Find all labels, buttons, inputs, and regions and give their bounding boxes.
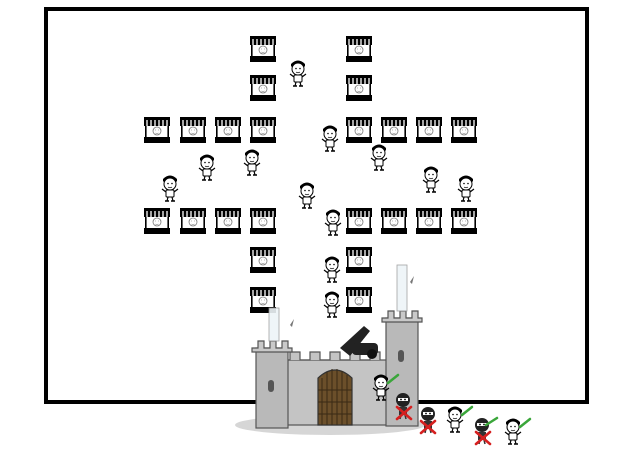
villager-icon (422, 165, 440, 193)
villager-icon (324, 208, 342, 236)
soldier-icon (446, 405, 464, 433)
villager-icon (289, 59, 307, 87)
soldier-icon (504, 417, 522, 445)
market-stall-icon (415, 207, 443, 235)
villager-icon (243, 148, 261, 176)
villager-icon (323, 255, 341, 283)
market-stall-icon (345, 35, 373, 63)
market-stall-icon (249, 35, 277, 63)
villager-icon (370, 143, 388, 171)
market-stall-icon (179, 116, 207, 144)
market-stall-icon (380, 207, 408, 235)
villager-icon (161, 174, 179, 202)
villager-icon (298, 181, 316, 209)
market-stall-icon (345, 246, 373, 274)
market-stall-icon (450, 207, 478, 235)
cannon-icon (340, 326, 378, 359)
castle-icon (235, 264, 425, 435)
market-stall-icon (249, 207, 277, 235)
attackers (372, 373, 532, 446)
villager-icon (323, 290, 341, 318)
map-border (44, 7, 589, 404)
villager-icon (198, 153, 216, 181)
market-stall-icon (415, 116, 443, 144)
market-stall-icon (143, 207, 171, 235)
market-stall-icon (249, 116, 277, 144)
market-stall-icon (345, 207, 373, 235)
villager-icon (457, 174, 475, 202)
market-stall-icon (345, 116, 373, 144)
ninja-icon (420, 406, 436, 434)
market-stall-icon (214, 207, 242, 235)
market-stall-icon (179, 207, 207, 235)
market-stall-icon (345, 74, 373, 102)
market-stall-icon (345, 286, 373, 314)
market-stall-icon (143, 116, 171, 144)
villagers (161, 59, 475, 318)
market-stall-icon (214, 116, 242, 144)
villager-icon (321, 124, 339, 152)
market-stall-icon (249, 246, 277, 274)
market-stall-icon (450, 116, 478, 144)
market-stall-icon (380, 116, 408, 144)
market-stall-icon (249, 74, 277, 102)
